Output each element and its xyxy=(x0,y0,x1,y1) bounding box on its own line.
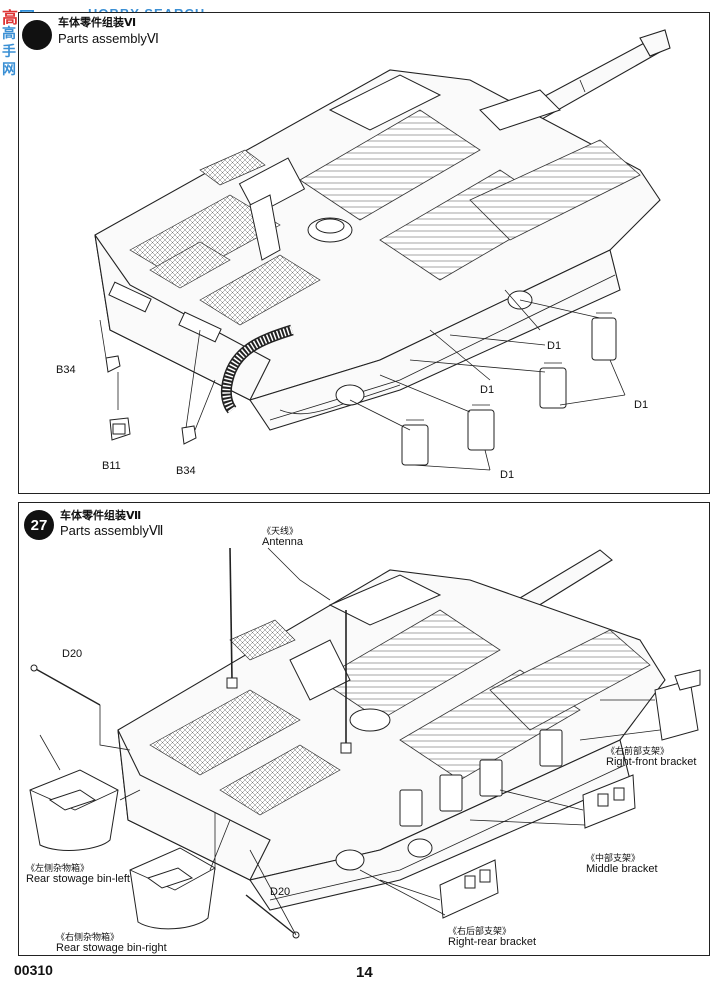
label-d1-c: D1 xyxy=(634,399,649,411)
label-antenna-cn: 《天线》 xyxy=(262,526,299,536)
label-right-rear-en: Right-rear bracket xyxy=(448,936,537,948)
rear-bin-left-drawing xyxy=(29,769,119,851)
step-26-leader-lines xyxy=(99,289,626,471)
step-26-tank-drawing xyxy=(94,29,671,431)
label-d1-a: D1 xyxy=(547,340,562,352)
d1-can-2 xyxy=(467,409,495,451)
step-26-number xyxy=(22,20,52,50)
label-b34-left: B34 xyxy=(56,364,76,376)
step-27-title-cn: 车体零件组装Ⅶ xyxy=(60,510,142,522)
step-27-number: 27 xyxy=(24,510,54,540)
d1-can-4 xyxy=(591,317,617,361)
step-27-leader-lines xyxy=(39,547,661,936)
label-b11: B11 xyxy=(102,460,121,472)
step-27-tank-drawing xyxy=(117,547,666,911)
step-26-parts xyxy=(105,312,617,466)
step-27-parts xyxy=(29,664,701,939)
d1-can-1 xyxy=(401,424,429,466)
label-right-front-en: Right-front bracket xyxy=(606,756,697,768)
label-right-rear-cn: 《右后部支架》 xyxy=(448,926,512,936)
label-antenna-en: Antenna xyxy=(262,536,303,548)
label-rear-bin-right-en: Rear stowage bin-right xyxy=(56,942,167,954)
watermark-side-text: 高手网 xyxy=(2,25,16,77)
step-26-title-cn: 车体零件组装Ⅵ xyxy=(58,17,137,29)
product-code: 00310 xyxy=(14,962,53,978)
step-26-title-en: Parts assemblyⅥ xyxy=(58,31,159,46)
label-middle-cn: 《中部支架》 xyxy=(586,853,641,863)
label-right-front-cn: 《右前部支架》 xyxy=(606,746,670,756)
label-d20-bottom: D20 xyxy=(270,886,291,898)
label-rear-bin-left-cn: 《左侧杂物箱》 xyxy=(26,863,90,873)
label-middle-en: Middle bracket xyxy=(586,863,658,875)
label-d20-top: D20 xyxy=(62,648,83,660)
d1-can-3 xyxy=(539,367,567,409)
page-number: 14 xyxy=(356,964,373,981)
label-rear-bin-left-en: Rear stowage bin-left xyxy=(26,873,130,885)
label-d1-b: D1 xyxy=(480,384,495,396)
label-d1-d: D1 xyxy=(500,469,515,481)
step-27-title-en: Parts assemblyⅦ xyxy=(60,523,164,538)
label-rear-bin-right-cn: 《右侧杂物箱》 xyxy=(56,932,120,942)
rear-bin-right-drawing xyxy=(129,847,216,930)
label-b34-bottom: B34 xyxy=(176,465,196,477)
